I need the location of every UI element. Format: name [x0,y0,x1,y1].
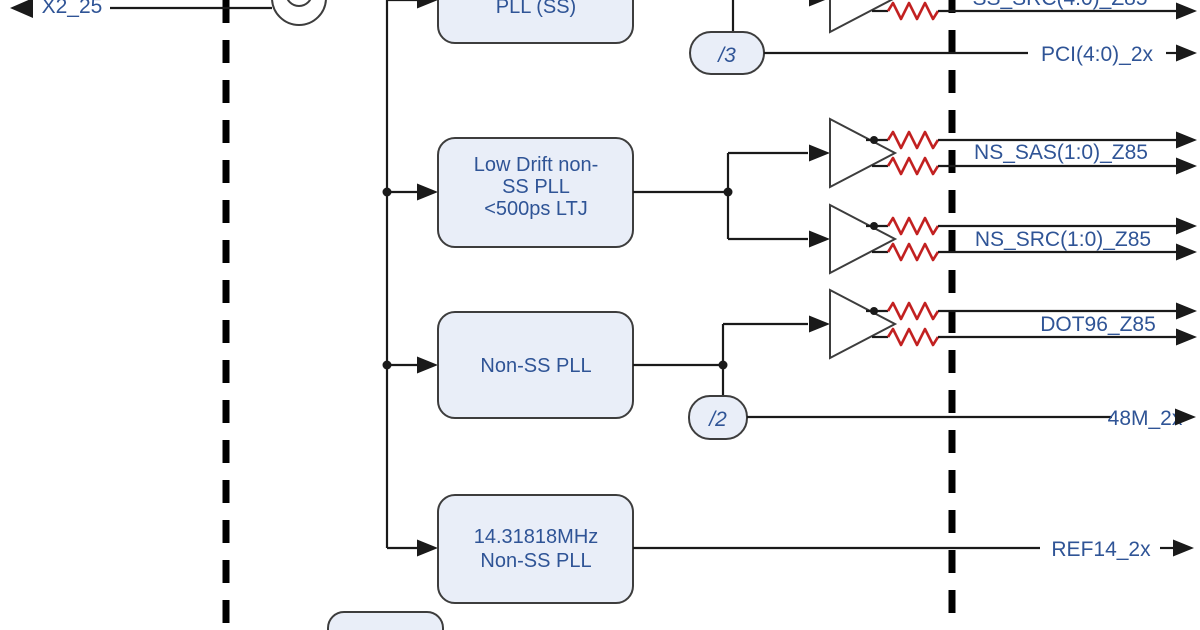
oscillator-inner-circle-icon [286,0,312,7]
ns-src-output-group: NS_SRC(1:0)_Z85 [829,203,1197,275]
pll-ss-label: PLL (SS) [496,0,576,18]
resistor-icon [886,216,940,236]
buffer-input-arrowhead-icon [809,0,826,7]
low-drift-label-line1: Low Drift non- [474,154,599,176]
non-ss-fanout-net [633,315,830,396]
div2-label: /2 [707,408,727,431]
non-ss-pll-block: Non-SS PLL [437,311,634,419]
output-arrowhead-icon [1176,2,1197,20]
ss-src-output-label-clipped: SS_SRC(4:0)_Z85 [972,0,1147,10]
left-arrowhead-icon [10,0,33,18]
ns-sas-output-group: NS_SAS(1:0)_Z85 [829,117,1197,189]
output-arrowhead-icon [1176,217,1197,235]
low-drift-fanout-net [633,144,830,248]
arrowhead-into-pll-ss-icon [417,0,438,9]
buffer-triangle-icon [829,288,898,360]
dot96-output-group: DOT96_Z85 [829,288,1197,360]
div3-branch: /3 PCI(4:0)_2x [689,0,1197,75]
pll-ss-box [437,0,634,44]
arrowhead-into-ref14-icon [417,539,438,557]
buffer-input-arrowhead-icon [809,315,830,333]
resistor-icon [886,327,940,347]
junction-dot [870,222,878,230]
dot96-output-label: DOT96_Z85 [1040,313,1156,336]
xtal-input-net: X2_25 [10,0,327,26]
junction-dot [870,136,878,144]
div3-label: /3 [716,44,736,67]
ref14-output-label: REF14_2x [1051,538,1151,561]
output-arrowhead-icon [1176,157,1197,175]
ref14-label-line1: 14.31818MHz [474,526,599,548]
oscillator-circle-icon [271,0,327,26]
pci-output-label: PCI(4:0)_2x [1041,43,1154,66]
non-ss-label: Non-SS PLL [480,355,591,377]
resistor-icon [886,301,940,321]
ss-src-output-group-clipped: SS_SRC(4:0)_Z85 [809,0,1197,34]
buffer-input-arrowhead-icon [809,230,830,248]
m48-output-label: 48M_2x [1108,407,1183,430]
buffer-triangle-icon [829,117,898,189]
partial-block-bottom [327,611,444,630]
ref14-box [437,494,634,604]
output-arrowhead-icon [1176,302,1197,320]
ref14-pll-block: 14.31818MHz Non-SS PLL REF14_2x [437,494,1194,604]
resistor-icon [886,1,940,21]
div2-branch: /2 48M_2x [688,395,1196,440]
xtal-net-label: X2_25 [42,0,103,18]
resistor-icon [886,242,940,262]
ns-src-output-label: NS_SRC(1:0)_Z85 [975,228,1151,251]
pci-output-arrowhead-icon [1176,44,1197,62]
low-drift-label-line3: <500ps LTJ [484,198,588,220]
low-drift-label-line2: SS PLL [502,176,570,198]
reference-distribution-net [382,0,438,557]
ns-sas-output-label: NS_SAS(1:0)_Z85 [974,141,1148,164]
pll-ss-block: PLL (SS) [437,0,634,44]
output-arrowhead-icon [1176,243,1197,261]
resistor-icon [886,130,940,150]
ref14-label-line2: Non-SS PLL [480,550,591,572]
buffer-input-arrowhead-icon [809,144,830,162]
output-arrowhead-icon [1176,131,1197,149]
buffer-triangle-icon [829,203,898,275]
ref14-output-arrowhead-icon [1173,539,1194,557]
low-drift-pll-block: Low Drift non- SS PLL <500ps LTJ [437,137,634,248]
resistor-icon [886,156,940,176]
output-arrowhead-icon [1176,328,1197,346]
buffer-triangle-icon [829,0,894,34]
junction-dot [870,307,878,315]
m48-output-arrowhead-icon [1175,408,1196,426]
arrowhead-into-low-drift-icon [417,183,438,201]
arrowhead-into-non-ss-icon [417,356,438,374]
